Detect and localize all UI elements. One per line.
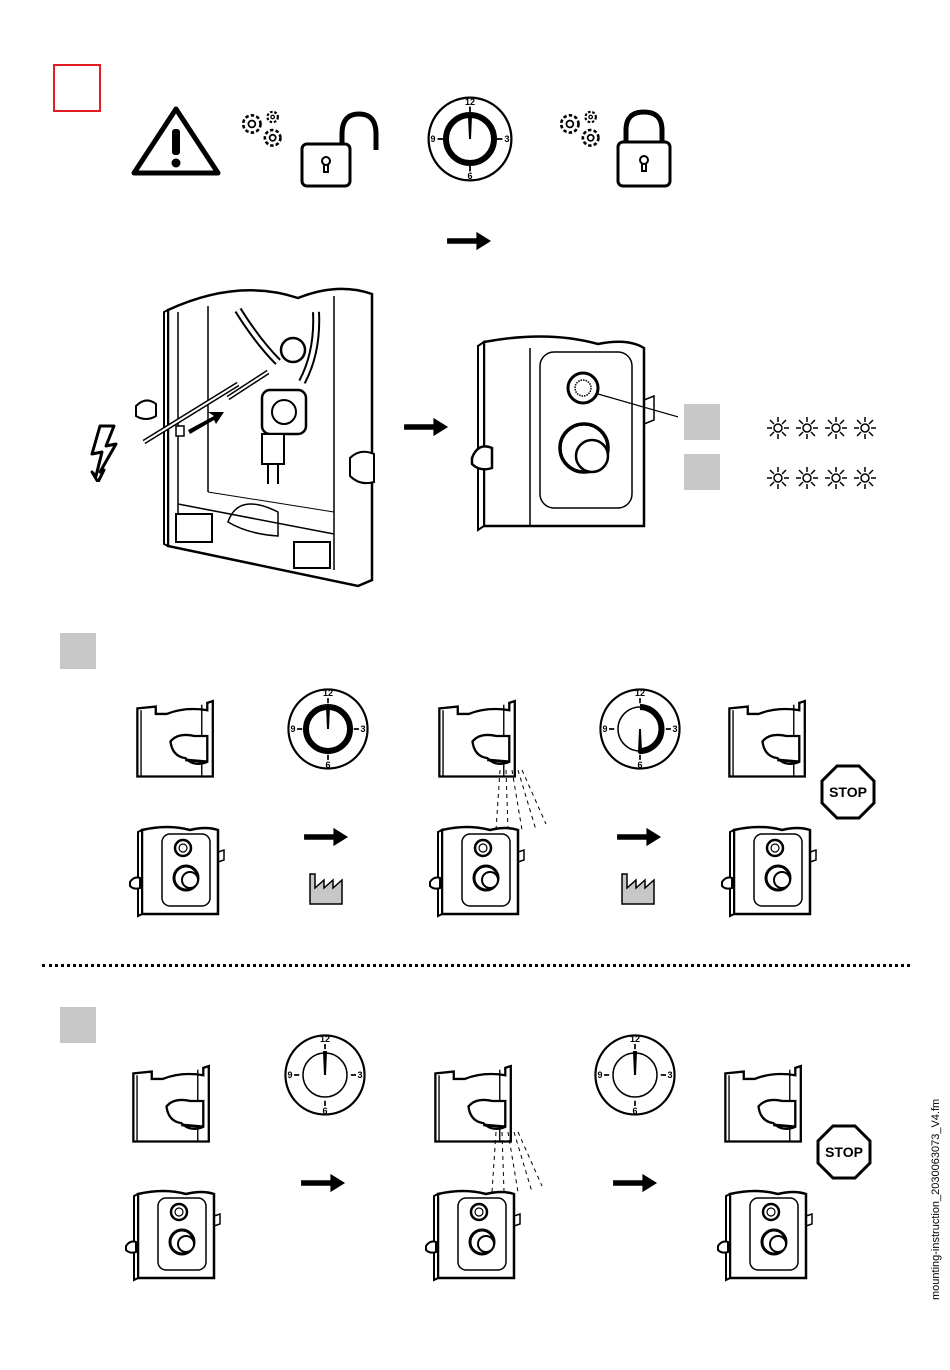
spout-illustration	[722, 690, 814, 782]
svg-text:12: 12	[323, 688, 333, 698]
svg-text:3: 3	[504, 134, 509, 144]
arrow-right-icon	[616, 826, 664, 848]
dial-icon: 12 6 9 3	[592, 1032, 678, 1118]
factory-icon	[620, 866, 660, 906]
led-blink-icon	[853, 466, 877, 490]
gears-icon	[556, 108, 608, 152]
svg-text:12: 12	[465, 97, 475, 107]
led-blink-row	[766, 466, 886, 490]
front-panel-small	[428, 822, 528, 922]
svg-text:6: 6	[325, 760, 330, 770]
stop-sign-icon: STOP	[816, 1124, 872, 1180]
spout-illustration	[126, 1055, 218, 1147]
arrow-right-icon	[403, 416, 451, 438]
dial-icon: 12 6 9 3	[425, 94, 515, 184]
svg-text:9: 9	[290, 724, 295, 734]
svg-text:12: 12	[320, 1034, 330, 1044]
front-panel-small	[124, 1186, 224, 1286]
svg-text:6: 6	[632, 1106, 637, 1116]
lightning-icon	[88, 424, 122, 482]
factory-icon	[308, 866, 348, 906]
section-marker-a	[60, 633, 96, 669]
svg-text:12: 12	[635, 688, 645, 698]
dial-icon: 12 6 9 3	[282, 1032, 368, 1118]
front-panel-illustration	[468, 330, 678, 540]
front-panel-small	[716, 1186, 816, 1286]
arrow-right-icon	[612, 1172, 660, 1194]
svg-text:9: 9	[597, 1070, 602, 1080]
spout-illustration	[130, 690, 222, 782]
front-panel-small	[424, 1186, 524, 1286]
svg-text:STOP: STOP	[825, 1144, 863, 1160]
arrow-right-icon	[300, 1172, 348, 1194]
led-blink-icon	[766, 466, 790, 490]
svg-text:STOP: STOP	[829, 784, 867, 800]
svg-text:6: 6	[322, 1106, 327, 1116]
svg-text:9: 9	[430, 134, 435, 144]
locked-padlock-icon	[612, 104, 676, 190]
arrow-right-icon	[446, 230, 494, 252]
svg-text:3: 3	[360, 724, 365, 734]
installation-box-illustration	[88, 272, 388, 592]
svg-text:6: 6	[467, 171, 472, 181]
led-blink-icon	[766, 416, 790, 440]
led-blink-icon	[853, 416, 877, 440]
spout-illustration	[718, 1055, 810, 1147]
section-divider	[42, 964, 910, 967]
stop-sign-icon: STOP	[820, 764, 876, 820]
svg-text:6: 6	[637, 760, 642, 770]
arrow-right-icon	[303, 826, 351, 848]
unlocked-padlock-icon	[298, 110, 382, 190]
step-marker-b	[684, 454, 720, 490]
section-marker-b	[60, 1007, 96, 1043]
led-blink-row	[766, 416, 886, 440]
dial-icon: 12 6 9 3	[285, 686, 371, 772]
svg-text:9: 9	[602, 724, 607, 734]
gears-icon	[238, 108, 290, 152]
step-marker-a	[684, 404, 720, 440]
svg-text:3: 3	[667, 1070, 672, 1080]
led-blink-icon	[824, 416, 848, 440]
svg-text:3: 3	[672, 724, 677, 734]
dial-icon: 12 6 9 3	[597, 686, 683, 772]
step-frame-marker	[53, 64, 101, 112]
led-blink-icon	[824, 466, 848, 490]
led-blink-icon	[795, 416, 819, 440]
led-blink-icon	[795, 466, 819, 490]
front-panel-small	[128, 822, 228, 922]
warning-icon	[130, 105, 222, 177]
footer-filename: mounting-instruction_2030063073_V4.fm	[930, 1060, 944, 1300]
svg-text:12: 12	[630, 1034, 640, 1044]
svg-text:9: 9	[287, 1070, 292, 1080]
svg-text:3: 3	[357, 1070, 362, 1080]
front-panel-small	[720, 822, 820, 922]
